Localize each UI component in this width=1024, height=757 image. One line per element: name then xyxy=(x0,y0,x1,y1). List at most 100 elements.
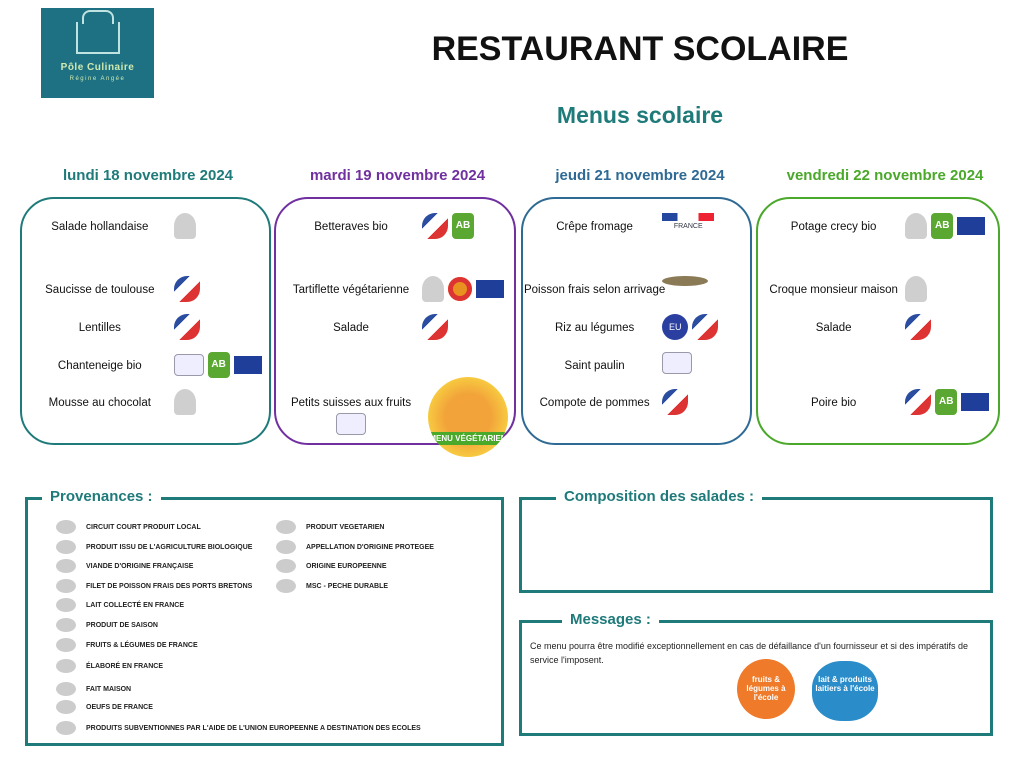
legend-label: PRODUITS SUBVENTIONNES PAR L'AIDE DE L'U… xyxy=(86,724,421,732)
messages-text: Ce menu pourra être modifié exceptionnel… xyxy=(530,641,968,665)
menu-item-label: Lentilles xyxy=(78,322,121,334)
fait-maison-icon xyxy=(173,389,196,415)
menu-item-label: Saucisse de toulouse xyxy=(45,284,155,296)
day-heading-jeudi: jeudi 21 novembre 2024 xyxy=(555,167,725,184)
legend-item: CIRCUIT COURT PRODUIT LOCAL xyxy=(56,520,201,534)
legend-label: FRUITS & LÉGUMES DE FRANCE xyxy=(86,641,198,649)
menu-item-label: Poisson frais selon arrivage xyxy=(523,284,666,296)
legend-item: APPELLATION D'ORIGINE PROTEGEE xyxy=(276,540,434,554)
legend-icon xyxy=(56,598,76,612)
menu-item: Petits suisses aux fruits xyxy=(276,389,514,435)
legend-icon xyxy=(276,540,296,554)
pole-culinaire-logo: Pôle Culinaire Régine Angée xyxy=(41,8,154,98)
fait-maison-icon xyxy=(905,213,928,239)
logo-line1: Pôle Culinaire xyxy=(60,62,135,73)
menu-item: Salade hollandaise xyxy=(22,213,269,243)
menu-item-label: Compote de pommes xyxy=(539,397,650,409)
legend-icon xyxy=(276,579,296,593)
legend-icon xyxy=(56,618,76,632)
bio-icon: AB xyxy=(931,213,954,239)
legend-icon xyxy=(56,700,76,714)
provenances-box: Provenances : CIRCUIT COURT PRODUIT LOCA… xyxy=(25,488,504,746)
menu-item: Saint paulin xyxy=(523,352,750,382)
day-heading-vendredi: vendredi 22 novembre 2024 xyxy=(786,167,984,184)
menu-item: Poisson frais selon arrivage xyxy=(523,276,750,306)
legend-label: LAIT COLLECTÉ EN FRANCE xyxy=(86,601,184,609)
fait-maison-icon xyxy=(173,213,196,239)
fait-maison-icon xyxy=(422,276,445,302)
legend-label: OEUFS DE FRANCE xyxy=(86,703,153,711)
viande-francaise-icon xyxy=(173,276,200,302)
legend-icon xyxy=(56,638,76,652)
legend-icon xyxy=(56,682,76,696)
lait-france-icon xyxy=(173,354,204,376)
fruits-legumes-ecole-logo: fruits & légumes à l'école xyxy=(737,659,795,719)
messages-title: Messages : xyxy=(562,611,659,628)
menu-item-label: Chanteneige bio xyxy=(57,360,142,372)
eu-flag-icon xyxy=(957,217,986,235)
menu-item: Potage crecy bio AB xyxy=(758,213,998,243)
menu-item: Mousse au chocolat xyxy=(22,389,269,419)
menu-item-label: Croque monsieur maison xyxy=(769,284,898,296)
aop-icon xyxy=(448,277,473,301)
legend-item: PRODUIT DE SAISON xyxy=(56,618,158,632)
salades-title: Composition des salades : xyxy=(556,488,763,505)
legend-item: PRODUIT ISSU DE L'AGRICULTURE BIOLOGIQUE xyxy=(56,540,252,554)
menu-item: Compote de pommes xyxy=(523,389,750,419)
legend-item: PRODUIT VEGETARIEN xyxy=(276,520,384,534)
bio-icon: AB xyxy=(452,213,475,239)
menu-item: Tartiflette végétarienne xyxy=(276,276,514,306)
legend-item: ÉLABORÉ EN FRANCE xyxy=(56,659,163,673)
fruits-legumes-france-icon xyxy=(422,314,449,340)
day-heading-mardi: mardi 19 novembre 2024 xyxy=(309,167,486,184)
legend-item: MSC - PECHE DURABLE xyxy=(276,579,388,593)
menu-item-label: Potage crecy bio xyxy=(790,221,877,233)
legend-label: VIANDE D'ORIGINE FRANÇAISE xyxy=(86,562,194,570)
poisson-icon xyxy=(662,276,709,286)
fruits-legumes-france-icon xyxy=(905,314,932,340)
menu-item: Croque monsieur maison xyxy=(758,276,998,306)
lait-produits-laitiers-ecole-logo: lait & produits laitiers à l'école xyxy=(812,661,878,721)
legend-label: APPELLATION D'ORIGINE PROTEGEE xyxy=(306,543,434,551)
menu-item: Salade xyxy=(276,314,514,344)
menu-item-label: Salade xyxy=(815,322,852,334)
fruits-legumes-france-icon xyxy=(173,314,200,340)
menu-item-label: Betteraves bio xyxy=(314,221,388,233)
legend-label: ÉLABORÉ EN FRANCE xyxy=(86,662,164,670)
eu-flag-icon xyxy=(233,356,262,374)
legend-icon xyxy=(276,559,296,573)
legend-icon xyxy=(56,659,76,673)
legend-icon xyxy=(56,520,76,534)
menu-item-label: Mousse au chocolat xyxy=(48,397,151,409)
origine-europeenne-icon: EU xyxy=(662,314,689,340)
provenances-title: Provenances : xyxy=(42,488,161,505)
logo-line2: Régine Angée xyxy=(69,76,126,82)
legend-label: PRODUIT ISSU DE L'AGRICULTURE BIOLOGIQUE xyxy=(86,543,253,551)
legend-label: FILET DE POISSON FRAIS DES PORTS BRETONS xyxy=(86,582,253,590)
legend-item: ORIGINE EUROPEENNE xyxy=(276,559,387,573)
legend-item: PRODUITS SUBVENTIONNES PAR L'AIDE DE L'U… xyxy=(56,721,421,735)
legend-label: MSC - PECHE DURABLE xyxy=(306,582,389,590)
lait-france-icon xyxy=(662,352,693,374)
menu-item: Salade xyxy=(758,314,998,344)
legend-item: FILET DE POISSON FRAIS DES PORTS BRETONS xyxy=(56,579,252,593)
fruits-legumes-france-icon xyxy=(662,389,689,415)
bio-icon: AB xyxy=(935,389,958,415)
legend-item: LAIT COLLECTÉ EN FRANCE xyxy=(56,598,184,612)
menu-item-label: Salade xyxy=(333,322,369,334)
menu-item: Lentilles xyxy=(22,314,269,344)
menu-item-label: Poire bio xyxy=(810,397,857,409)
fruits-legumes-france-icon xyxy=(905,389,932,415)
fruits-legumes-france-icon xyxy=(422,213,449,239)
eu-flag-icon xyxy=(476,280,505,298)
menu-item-label: Riz au légumes xyxy=(554,322,635,334)
menu-item: Poire bio AB xyxy=(758,389,998,419)
fait-maison-icon xyxy=(905,276,928,302)
legend-label: PRODUIT DE SAISON xyxy=(86,621,158,629)
menu-item: Betteraves bio AB xyxy=(276,213,514,243)
legend-icon xyxy=(56,559,76,573)
menu-item-label: Saint paulin xyxy=(564,360,625,372)
